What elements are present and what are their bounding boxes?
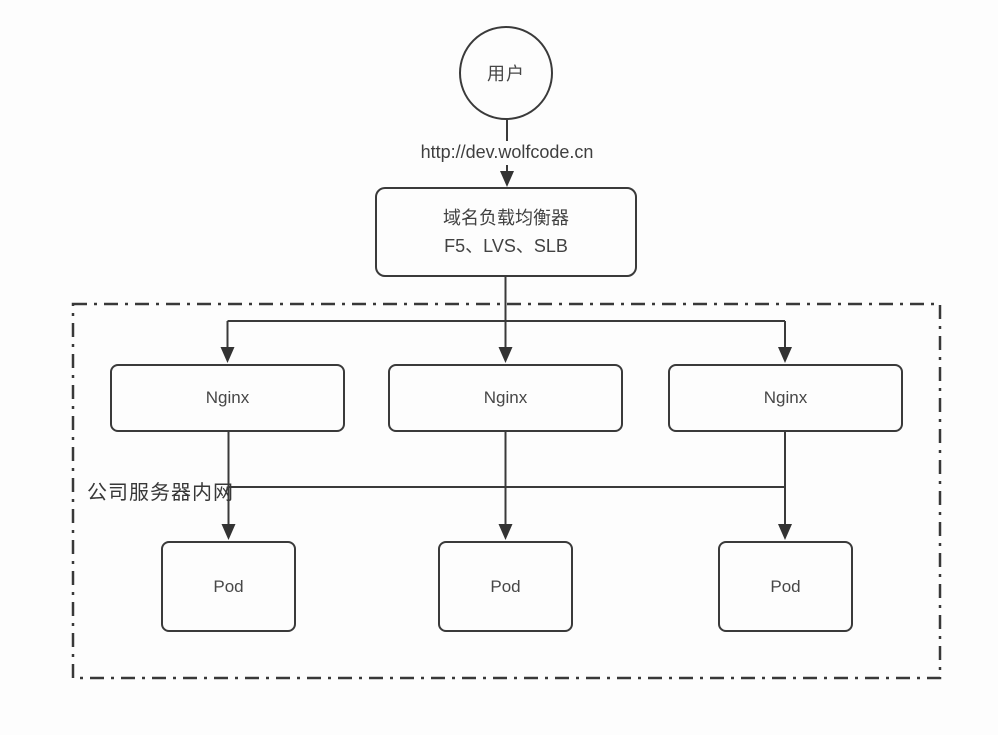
arrowhead-load-balancer [500,171,514,187]
url-label: http://dev.wolfcode.cn [420,142,594,162]
intranet-boundary [71,302,942,680]
nginx-label: Nginx [205,388,250,407]
arrowhead-pod-1 [221,524,236,540]
pod-label: Pod [770,576,801,596]
user-node: 用户 [459,26,553,120]
pod-node-1: Pod [161,541,296,632]
pod-node-3: Pod [718,541,853,632]
arrowhead-nginx-3 [778,347,792,363]
pod-label: Pod [213,576,244,596]
nginx-node-3: Nginx [668,364,903,432]
nginx-label: Nginx [483,388,528,407]
arrowhead-pod-2 [498,524,513,540]
pod-label: Pod [490,576,521,596]
pod-node-2: Pod [438,541,573,632]
load-balancer-node: 域名负载均衡器 F5、LVS、SLB [375,187,637,277]
nginx-node-1: Nginx [110,364,345,432]
nginx-node-2: Nginx [388,364,623,432]
arrowhead-pod-3 [778,524,792,540]
arrowhead-nginx-2 [498,347,513,363]
arrowhead-nginx-1 [220,347,235,363]
load-balancer-title: 域名负载均衡器 [443,208,569,228]
nginx-label: Nginx [763,388,808,407]
intranet-label: 公司服务器内网 [87,482,234,504]
user-label: 用户 [487,64,525,84]
load-balancer-subtitle: F5、LVS、SLB [444,236,568,256]
